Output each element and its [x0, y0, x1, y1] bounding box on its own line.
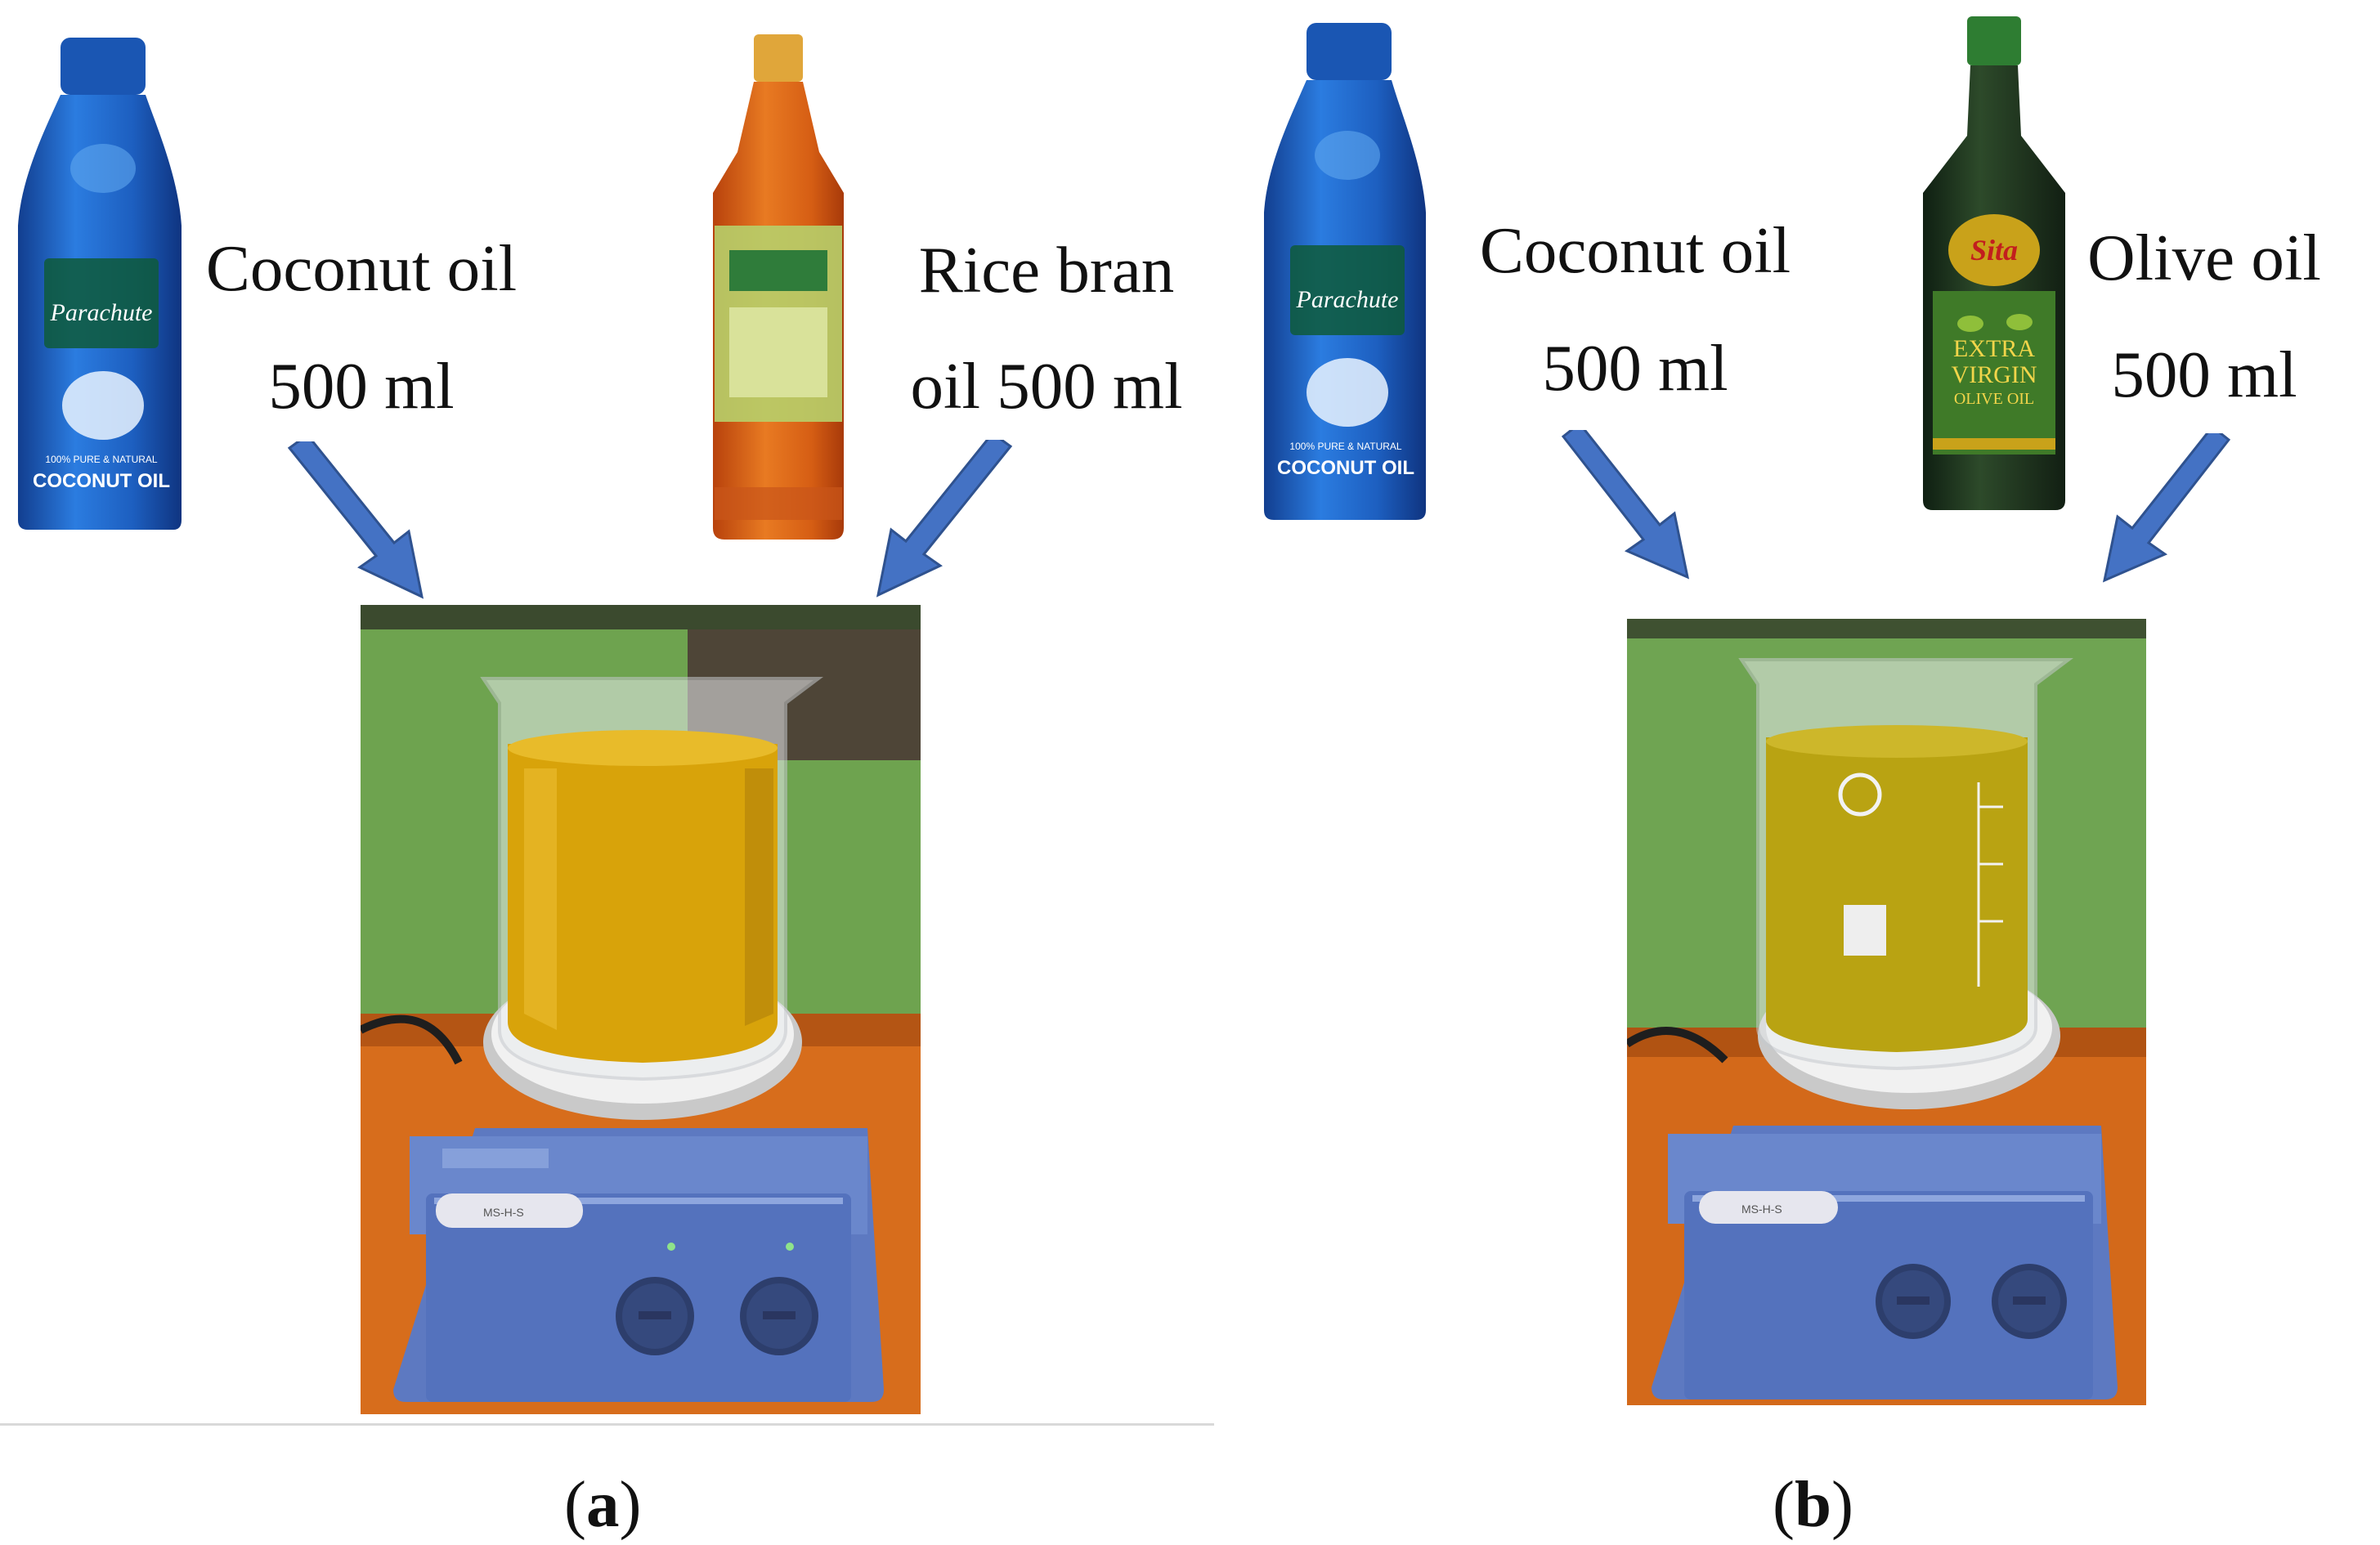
arrow-olive-to-beaker: [2102, 433, 2231, 583]
rice-bran-oil-bottle: [697, 29, 860, 541]
olive-brand: Sita: [1970, 234, 2018, 266]
panel-a-divider: [0, 1423, 1214, 1426]
svg-text:COCONUT OIL: COCONUT OIL: [1277, 457, 1414, 479]
olive-label-line1: EXTRA: [1953, 335, 2035, 362]
olive-oil-label-line1: Olive oil: [2087, 221, 2321, 294]
svg-text:Parachute: Parachute: [1296, 286, 1399, 313]
rice-bran-oil-label-line2: oil 500 ml: [910, 349, 1183, 423]
stirrer-photo-a: MS-H-S: [361, 605, 921, 1414]
svg-text:100% PURE & NATURAL: 100% PURE & NATURAL: [45, 454, 157, 465]
arrow-coconut-to-beaker-a: [287, 441, 424, 599]
rice-bran-oil-label-line1: Rice bran: [918, 233, 1175, 307]
olive-label-line2: VIRGIN: [1952, 361, 2037, 388]
coconut-oil-bottle-b: Parachute 100% PURE & NATURAL COCONUT OI…: [1261, 16, 1429, 520]
svg-text:COCONUT OIL: COCONUT OIL: [33, 470, 170, 492]
caption-a: (a): [564, 1467, 642, 1541]
coconut-oil-label-a-line1: Coconut oil: [205, 231, 518, 305]
coconut-oil-label-a-line2: 500 ml: [268, 349, 455, 423]
olive-oil-bottle: Sita EXTRA VIRGIN OLIVE OIL: [1905, 13, 2083, 512]
stirrer-photo-b: MS-H-S: [1627, 619, 2146, 1405]
stirrer-display-b: MS-H-S: [1741, 1202, 1782, 1216]
arrow-coconut-to-beaker-b: [1561, 430, 1690, 580]
coconut-oil-label-b-line1: Coconut oil: [1479, 213, 1791, 287]
stirrer-display-a: MS-H-S: [483, 1206, 524, 1219]
olive-label-line3: OLIVE OIL: [1954, 390, 2034, 408]
coconut-oil-label-b-line2: 500 ml: [1542, 331, 1728, 405]
olive-oil-label-line2: 500 ml: [2111, 338, 2297, 411]
coconut-oil-bottle-a: Parachute 100% PURE & NATURAL COCONUT OI…: [13, 29, 185, 530]
svg-text:100% PURE & NATURAL: 100% PURE & NATURAL: [1289, 441, 1401, 452]
svg-text:Parachute: Parachute: [50, 299, 153, 326]
caption-b: (b): [1773, 1467, 1854, 1541]
arrow-ricebran-to-beaker: [876, 440, 1013, 598]
